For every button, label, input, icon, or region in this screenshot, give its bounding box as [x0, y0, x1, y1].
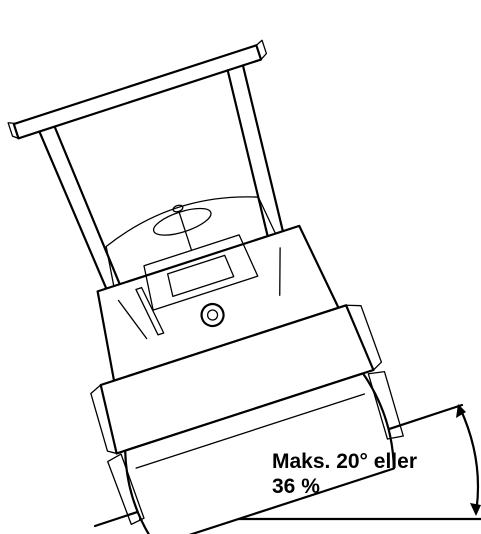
steering-knob — [172, 204, 184, 213]
max-slope-label-line2: 36 % — [272, 475, 320, 498]
hand-rails — [117, 247, 281, 340]
control-panel — [166, 254, 235, 298]
front-frame-edge — [90, 304, 383, 455]
canopy-crossbar — [53, 69, 229, 128]
drum-mount-right — [367, 371, 404, 440]
canopy-roof — [12, 44, 263, 140]
canopy-roof-edge — [7, 39, 268, 139]
lever-left — [135, 286, 165, 336]
angle-arrowhead-top — [456, 404, 466, 418]
filler-cap-inner — [206, 309, 219, 321]
angle-arc — [458, 406, 480, 515]
canopy-post-right — [226, 64, 287, 247]
max-slope-label: Maks. 20° eller 36 % — [272, 449, 417, 499]
seat-back — [105, 196, 277, 287]
steering-column — [178, 211, 193, 251]
drum-mount-left — [107, 453, 145, 526]
roller-machine — [7, 39, 404, 534]
control-console — [143, 234, 259, 311]
drum-highlight — [135, 393, 366, 469]
max-slope-label-line1: Maks. 20° eller — [272, 450, 417, 473]
angle-arrowhead-bottom — [470, 503, 481, 516]
filler-cap — [200, 302, 225, 328]
canopy-post-left — [38, 125, 125, 299]
roller-drum — [124, 372, 395, 534]
